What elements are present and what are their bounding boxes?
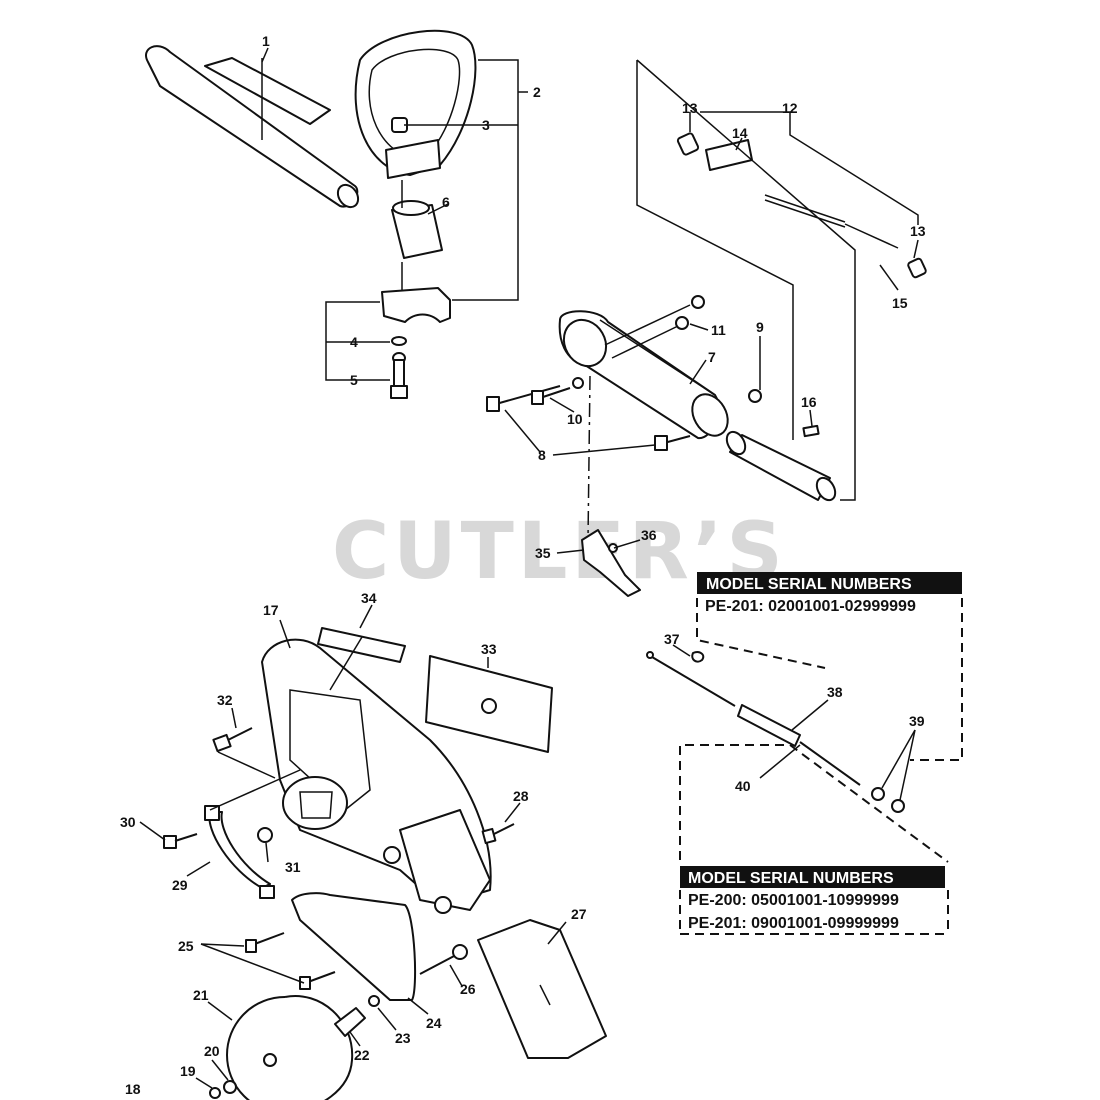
part-22-spacer <box>334 1007 366 1037</box>
part-23-washer <box>368 995 380 1007</box>
callout-18: 18 <box>125 1081 141 1097</box>
serial-box-2-dash-diag <box>789 744 949 863</box>
part-30-bolt <box>163 833 198 849</box>
callout-19: 19 <box>180 1063 196 1079</box>
serial-box-2-row-1: PE-200: 05001001-10999999 <box>688 892 899 909</box>
callout-26: 26 <box>460 981 476 997</box>
part-26-bolt <box>419 944 468 975</box>
callout-30: 30 <box>120 814 136 830</box>
part-32-bolt <box>212 727 276 779</box>
callout-4: 4 <box>350 334 358 350</box>
callout-31: 31 <box>285 859 301 875</box>
part-8-10-bolts <box>486 377 691 451</box>
callout-15: 15 <box>892 295 908 311</box>
part-4-5-clamp <box>381 262 451 399</box>
part-7-boom-housing <box>558 310 729 440</box>
callout-16: 16 <box>801 394 817 410</box>
part-12-shaft-kit <box>676 132 927 279</box>
callout-13b: 13 <box>910 223 926 239</box>
callout-8: 8 <box>538 447 546 463</box>
part-39-nuts <box>871 787 905 813</box>
part-25-bolts <box>245 932 336 990</box>
callout-27: 27 <box>571 906 587 922</box>
callout-24: 24 <box>426 1015 442 1031</box>
part-11-nut <box>675 316 689 330</box>
callout-23: 23 <box>395 1030 411 1046</box>
part-9-nut <box>691 295 705 309</box>
part-38-cable <box>646 651 861 786</box>
callout-3: 3 <box>482 117 490 133</box>
strap-guide-line <box>209 769 301 811</box>
callout-7: 7 <box>708 349 716 365</box>
callout-14: 14 <box>732 125 748 141</box>
callout-labels: 1 2 3 4 5 6 7 8 9 10 11 12 13 13 14 15 1… <box>120 33 926 1097</box>
callout-32: 32 <box>217 692 233 708</box>
lever-guide-line <box>587 375 591 541</box>
callout-35: 35 <box>535 545 551 561</box>
callout-39: 39 <box>909 713 925 729</box>
callout-11: 11 <box>711 322 726 338</box>
callout-25: 25 <box>178 938 194 954</box>
callout-38: 38 <box>827 684 843 700</box>
callout-36: 36 <box>641 527 657 543</box>
callout-13a: 13 <box>682 100 698 116</box>
callout-29: 29 <box>172 877 188 893</box>
callout-34: 34 <box>361 590 377 606</box>
callout-2: 2 <box>533 84 541 100</box>
serial-box-1-dash-right <box>910 598 963 761</box>
serial-box-1: MODEL SERIAL NUMBERS PE-201: 02001001-02… <box>697 572 962 615</box>
part-31-nut <box>257 827 273 843</box>
part-19-washer <box>209 1087 221 1099</box>
part-20-washer <box>223 1080 237 1094</box>
serial-box-2-header-bg <box>680 866 945 888</box>
part-24-bracket-plate <box>291 809 491 1001</box>
kit-bracket-line <box>636 59 856 501</box>
callout-28: 28 <box>513 788 529 804</box>
serial-box-2: MODEL SERIAL NUMBERS PE-200: 05001001-10… <box>680 866 945 932</box>
kit-bracket-inner <box>636 60 794 440</box>
part-33-blade <box>425 655 553 753</box>
leader-lines <box>139 47 919 1089</box>
callout-21: 21 <box>193 987 209 1003</box>
part-34-leader-extra <box>329 636 363 691</box>
callout-22: 22 <box>354 1047 370 1063</box>
serial-box-2-heading: MODEL SERIAL NUMBERS <box>688 870 894 887</box>
part-27-shield <box>477 919 607 1059</box>
part-35-lever <box>581 529 641 597</box>
serial-box-1-heading: MODEL SERIAL NUMBERS <box>706 576 912 593</box>
part-9-nut-b <box>748 389 762 403</box>
part-1-grip-tube <box>145 45 360 209</box>
callout-9: 9 <box>756 319 764 335</box>
callout-40: 40 <box>735 778 751 794</box>
part-37-clip <box>691 651 705 663</box>
callout-33: 33 <box>481 641 497 657</box>
callout-12: 12 <box>782 100 798 116</box>
callout-37: 37 <box>664 631 680 647</box>
callout-6: 6 <box>442 194 450 210</box>
part-6-sleeve <box>391 180 443 259</box>
callout-1: 1 <box>262 33 270 49</box>
serial-box-2-row-2: PE-201: 09001001-09999999 <box>688 915 899 932</box>
callout-10: 10 <box>567 411 583 427</box>
part-2-loop-handle <box>354 29 477 179</box>
part-21-wheel <box>226 995 354 1100</box>
part-28-bolt <box>481 823 515 845</box>
part-29-strap <box>204 805 275 899</box>
callout-17: 17 <box>263 602 279 618</box>
serial-box-1-row-1: PE-201: 02001001-02999999 <box>705 598 916 615</box>
serial-box-1-header-bg <box>697 572 962 594</box>
callout-20: 20 <box>204 1043 220 1059</box>
part-34-decal <box>317 627 406 663</box>
callout-5: 5 <box>350 372 358 388</box>
serial-box-2-dash-left <box>679 744 790 860</box>
part-16-tube <box>725 424 837 502</box>
